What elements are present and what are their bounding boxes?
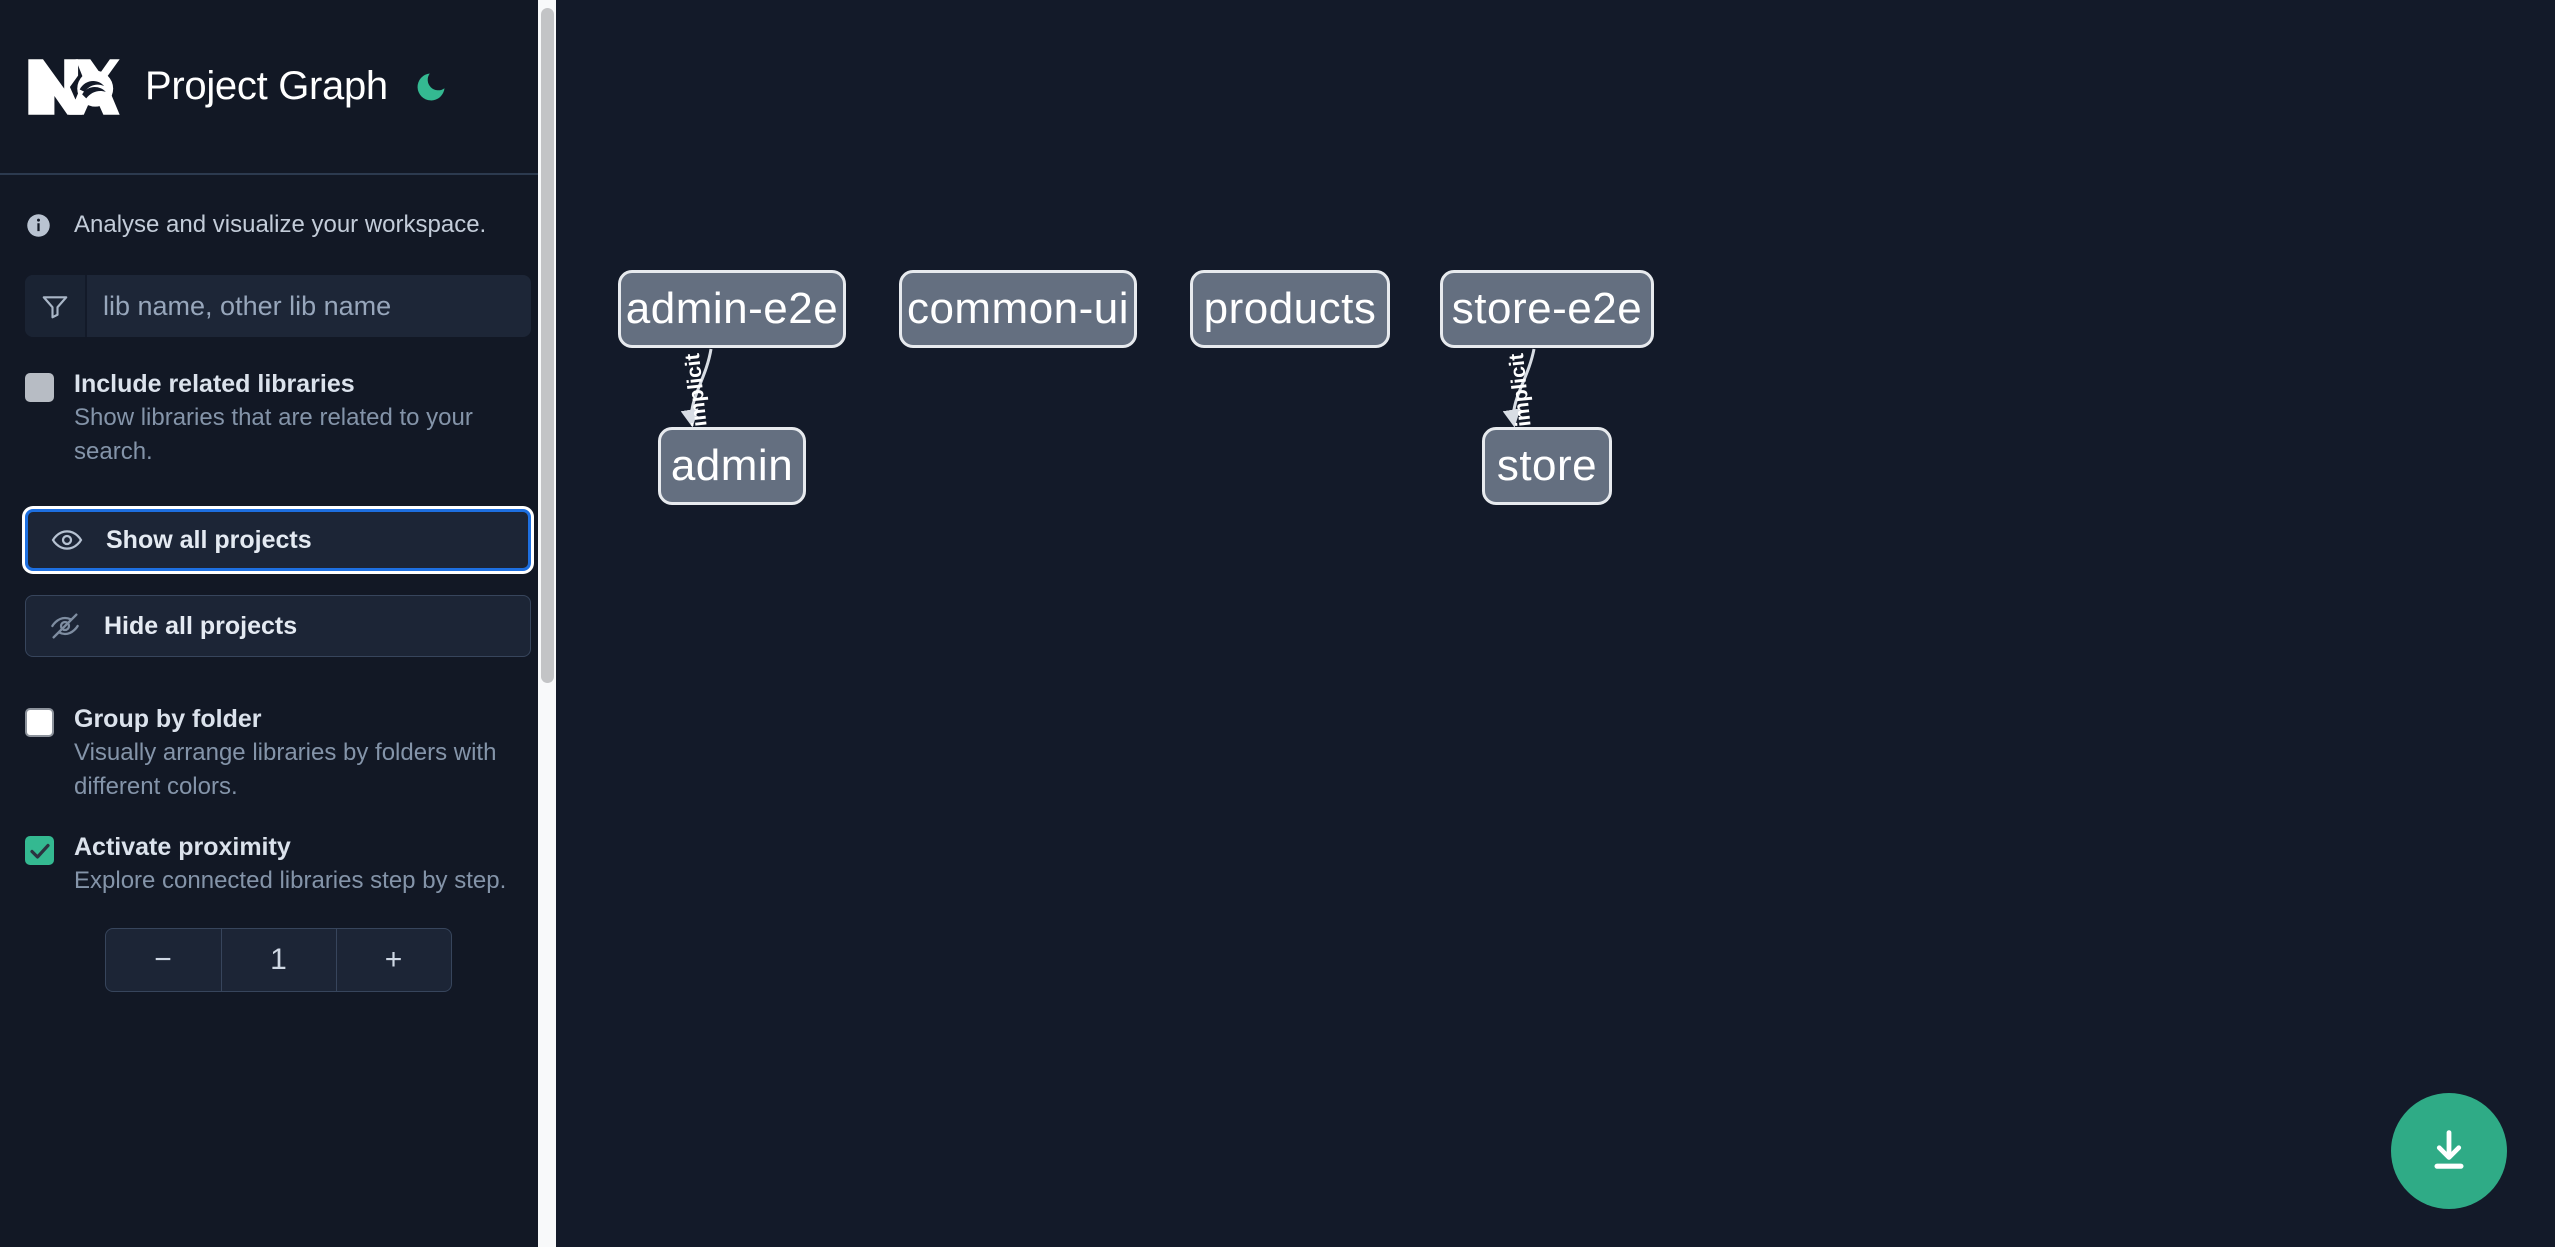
sidebar-scrollbar[interactable]: [538, 0, 556, 1247]
graph-node-store-e2e[interactable]: store-e2e: [1440, 270, 1654, 348]
show-all-projects-label: Show all projects: [106, 525, 312, 554]
option-title: Include related libraries: [74, 370, 355, 398]
workspace-info-text: Analyse and visualize your workspace.: [74, 211, 487, 238]
edge-label-admin-implicit: implicit: [680, 352, 712, 428]
proximity-increment-button[interactable]: +: [335, 929, 451, 991]
graph-node-admin-e2e[interactable]: admin-e2e: [618, 270, 846, 348]
edge-label-store-implicit: implicit: [1504, 352, 1536, 428]
sidebar: Project Graph Analyse and visualize your…: [0, 0, 556, 1247]
checkbox-include-related-libraries[interactable]: [25, 373, 54, 402]
graph-node-products[interactable]: products: [1190, 270, 1390, 348]
filter-field[interactable]: [25, 275, 531, 337]
show-all-projects-button[interactable]: Show all projects: [25, 509, 531, 571]
info-icon: [25, 212, 52, 239]
option-description: Explore connected libraries step by step…: [74, 867, 507, 894]
graph-edges: [680, 348, 1536, 428]
nx-logo-icon: [25, 56, 123, 118]
sidebar-header: Project Graph: [0, 0, 556, 175]
checkbox-group-by-folder[interactable]: [25, 708, 54, 737]
graph-node-common-ui[interactable]: common-ui: [899, 270, 1137, 348]
proximity-stepper: − 1 +: [0, 928, 556, 992]
download-image-button[interactable]: [2391, 1093, 2507, 1209]
eye-off-icon: [48, 609, 82, 643]
option-title: Group by folder: [74, 705, 262, 733]
option-title: Activate proximity: [74, 833, 291, 861]
graph-canvas[interactable]: admin-e2e common-ui products store-e2e a…: [556, 0, 2555, 1247]
graph-node-store[interactable]: store: [1482, 427, 1612, 505]
eye-icon: [50, 523, 84, 557]
option-description: Visually arrange libraries by folders wi…: [74, 739, 497, 800]
option-description: Show libraries that are related to your …: [74, 404, 473, 465]
download-icon: [2434, 1130, 2464, 1169]
search-input[interactable]: [87, 275, 531, 337]
sidebar-scrollbar-thumb[interactable]: [541, 8, 554, 683]
funnel-icon: [25, 275, 87, 337]
moon-icon[interactable]: [410, 66, 452, 108]
proximity-value: 1: [220, 929, 336, 991]
hide-all-projects-label: Hide all projects: [104, 611, 298, 640]
option-include-related-libraries[interactable]: Include related libraries Show libraries…: [0, 367, 556, 469]
option-activate-proximity[interactable]: Activate proximity Explore connected lib…: [0, 830, 556, 898]
hide-all-projects-button[interactable]: Hide all projects: [25, 595, 531, 657]
app-title: Project Graph: [145, 64, 388, 108]
checkbox-activate-proximity[interactable]: [25, 836, 54, 865]
graph-node-admin[interactable]: admin: [658, 427, 806, 505]
proximity-decrement-button[interactable]: −: [154, 943, 172, 976]
option-group-by-folder[interactable]: Group by folder Visually arrange librari…: [0, 702, 556, 804]
workspace-info: Analyse and visualize your workspace.: [0, 175, 556, 275]
